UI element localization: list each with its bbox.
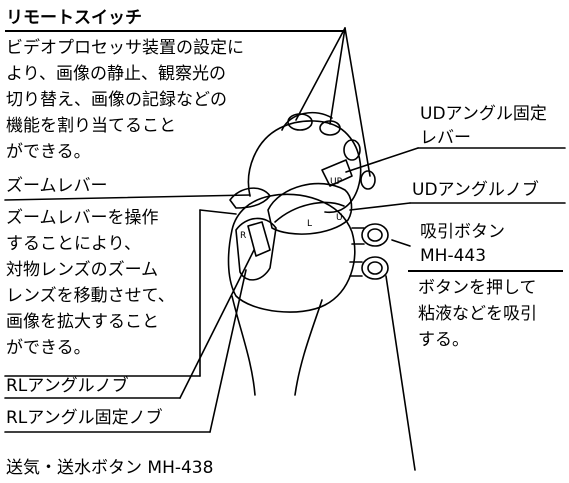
suction-button-divider	[408, 270, 563, 272]
rl-lock-knob-label: RLアングル固定ノブ	[6, 408, 163, 428]
remote-switch-title-underline	[5, 30, 343, 32]
suction-button-title-2: MH-443	[420, 246, 487, 266]
zoom-lever-title: ズームレバー	[6, 176, 108, 196]
lr-mark: L	[307, 219, 312, 229]
remote-switch-desc-1: ビデオプロセッサ装置の設定に	[6, 38, 244, 58]
suction-button-desc-1: ボタンを押して	[418, 278, 537, 298]
zoom-lever-desc-2: することにより、	[6, 234, 141, 254]
suction-button-title-1: 吸引ボタン	[420, 222, 505, 242]
ud-knob-shape	[267, 182, 353, 235]
zoom-lever-shape	[229, 187, 271, 209]
ud-lock-lever-shape	[321, 159, 353, 187]
remote-switch-desc-3: 切り替え、画像の記録などの	[6, 90, 227, 110]
ud-mark: U	[336, 213, 343, 223]
remote-switch-3	[343, 139, 361, 161]
shaft-outline	[231, 295, 256, 396]
remote-switch-4	[360, 170, 376, 190]
ud-lock-lever-label-1: UDアングル固定	[420, 104, 547, 124]
remote-switch-title: リモートスイッチ	[6, 8, 142, 28]
zoom-lever-desc-3: 対物レンズのズーム	[6, 260, 159, 280]
ud-lock-lever-label-2: レバー	[420, 128, 471, 148]
suction-valve-top	[361, 223, 389, 247]
air-water-button-label: 送気・送水ボタン MH-438	[6, 458, 214, 478]
air-water-valve-top	[361, 256, 389, 280]
zoom-lever-desc-5: 画像を拡大すること	[6, 312, 159, 332]
head-housing	[247, 120, 362, 214]
zoom-lever-desc-1: ズームレバーを操作	[6, 208, 159, 228]
remote-switch-desc-2: より、画像の静止、観察光の	[6, 64, 226, 84]
suction-button-desc-2: 粘液などを吸引	[418, 304, 537, 324]
remote-switch-desc-4: 機能を割り当てること	[6, 116, 176, 136]
rl-knob-label: RLアングルノブ	[6, 376, 129, 396]
ud-knob-label: UDアングルノブ	[412, 180, 539, 200]
zoom-lever-desc-6: ができる。	[6, 338, 91, 358]
rl-lock-knob-shape	[247, 221, 271, 257]
zoom-lever-desc-4: レンズを移動させて、	[6, 286, 175, 306]
remote-switch-desc-5: ができる。	[6, 142, 91, 162]
shaft-outline-right	[294, 299, 323, 396]
up-mark: UP	[330, 177, 343, 187]
suction-button-desc-3: する。	[418, 330, 469, 350]
rl-mark: R	[240, 231, 246, 241]
